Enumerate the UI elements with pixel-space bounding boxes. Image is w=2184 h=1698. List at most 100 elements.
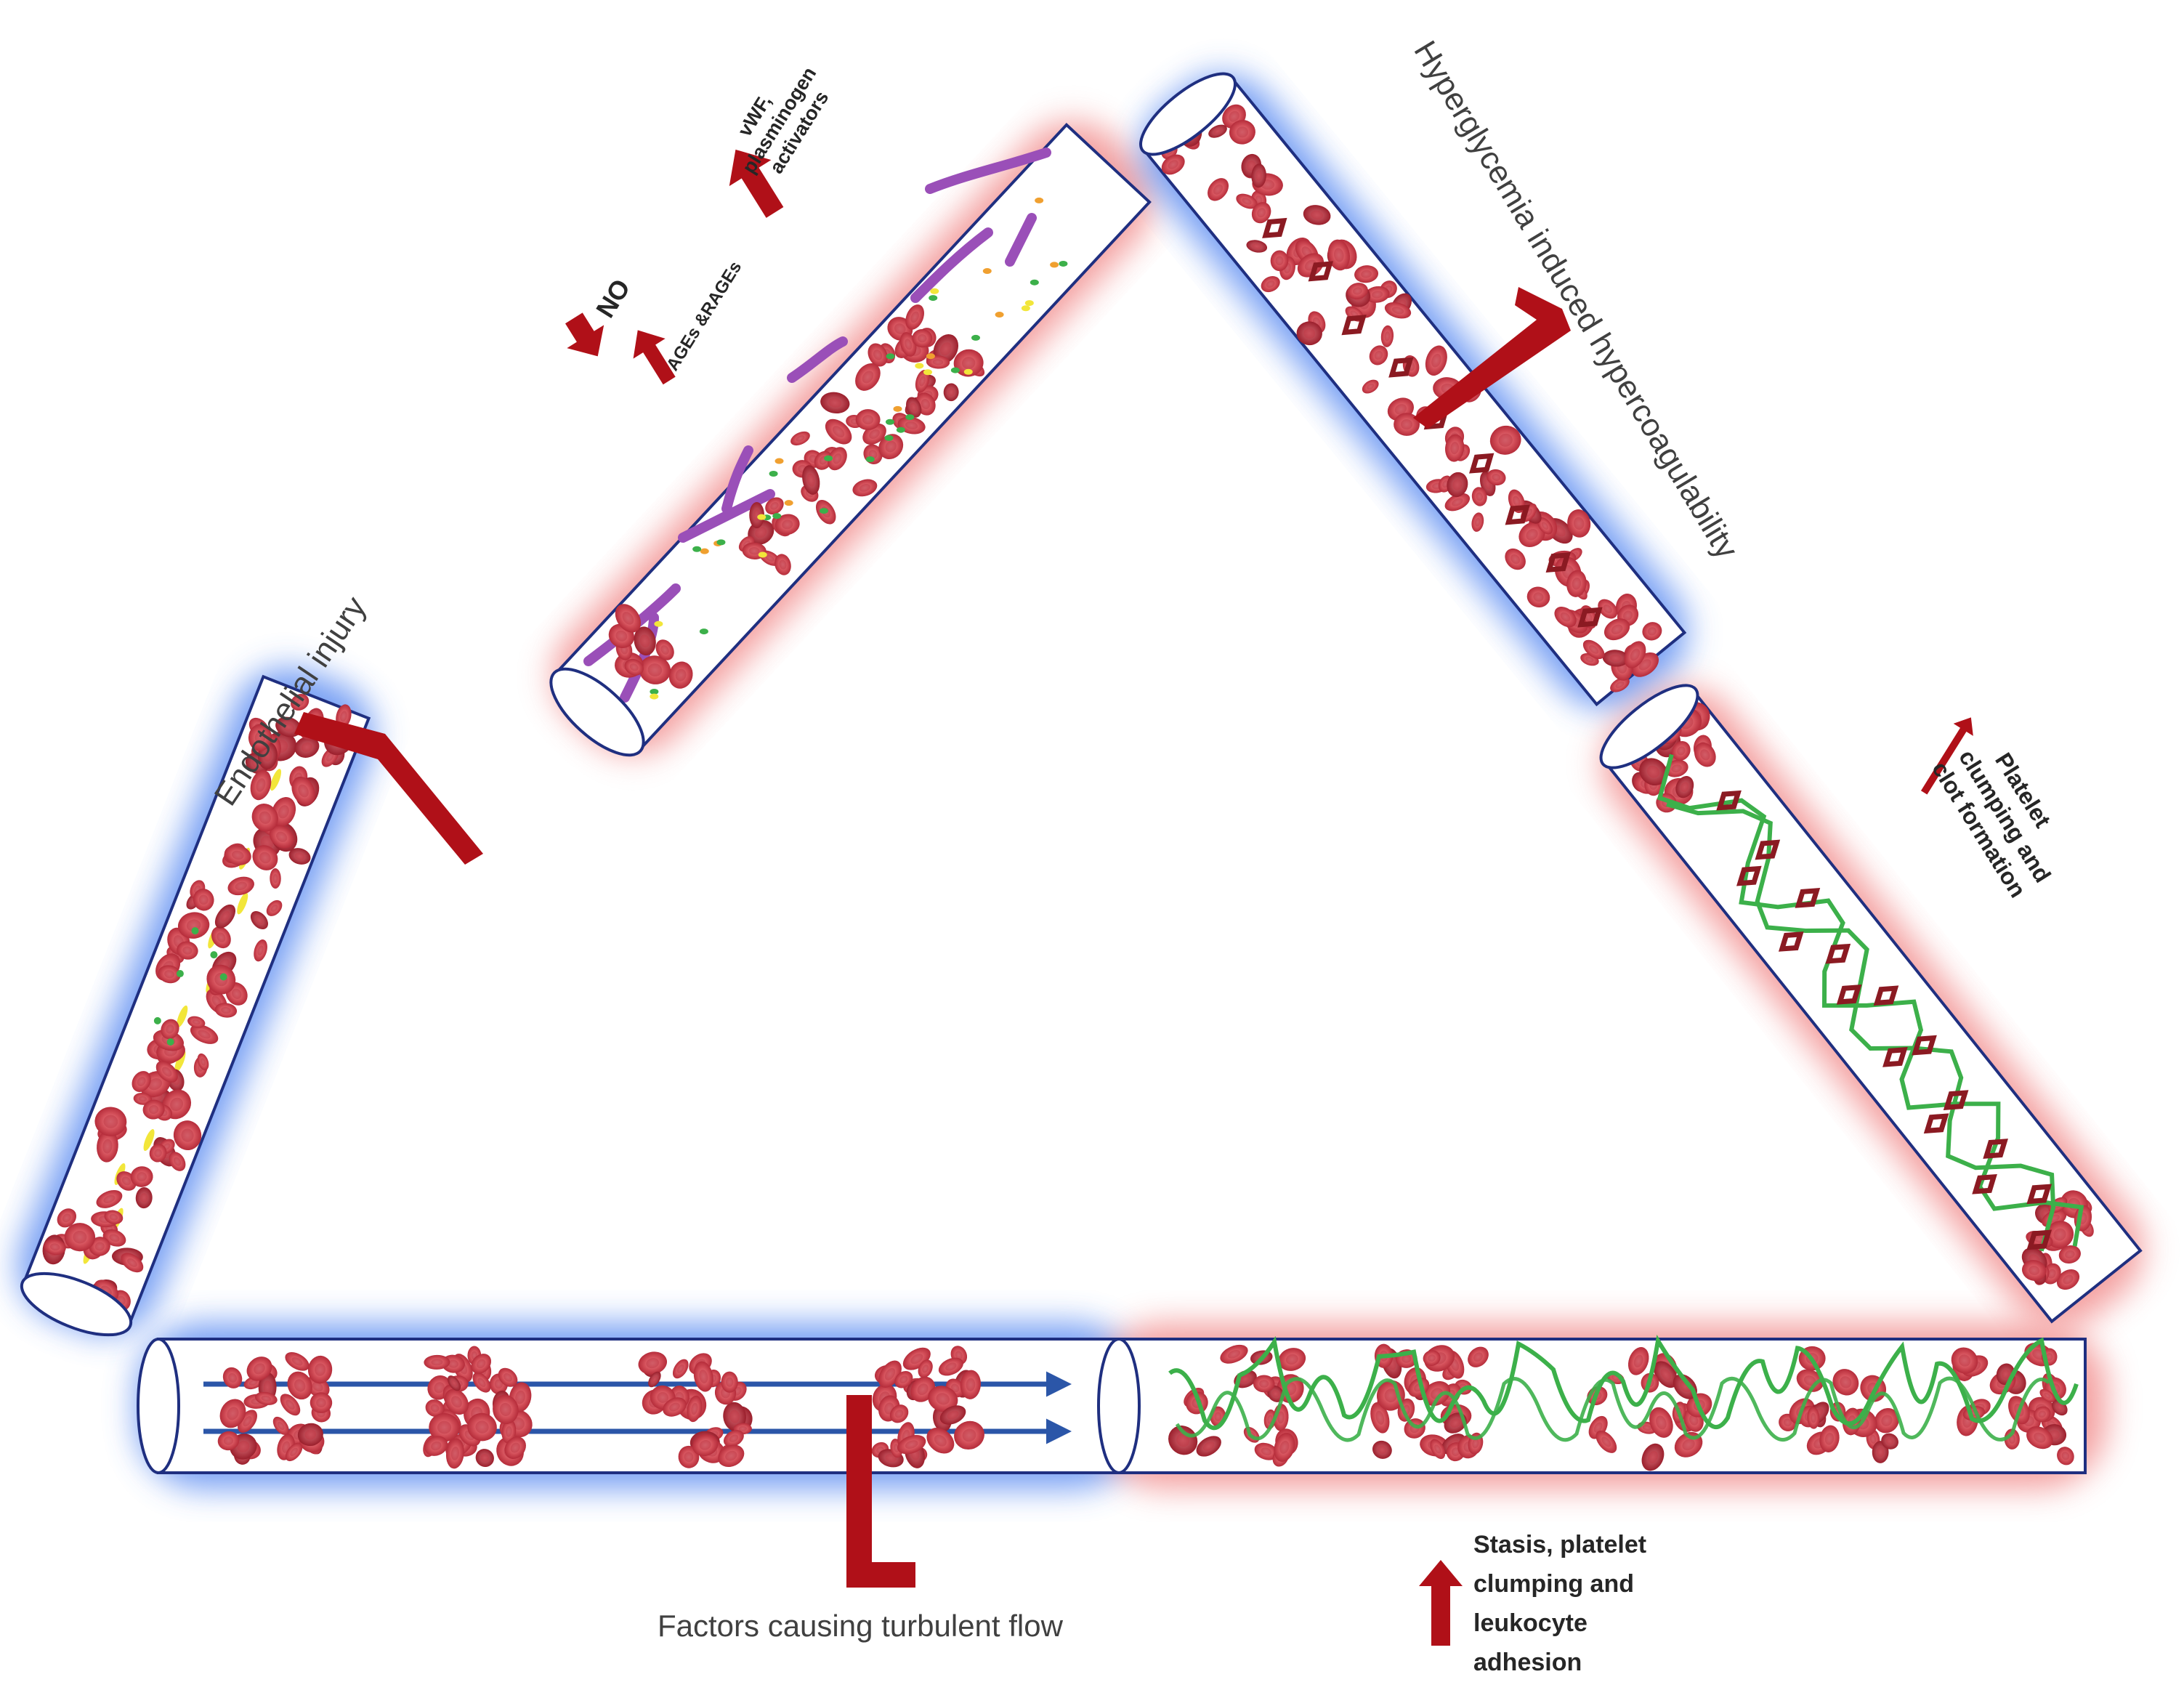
rbc-icon bbox=[227, 876, 254, 896]
rbc-icon bbox=[1220, 1344, 1248, 1364]
fibrin-strand bbox=[1168, 1334, 2079, 1431]
rbc-icon bbox=[444, 1388, 469, 1415]
clot-diamond bbox=[1755, 839, 1781, 860]
rbc-icon bbox=[894, 1370, 913, 1388]
dot bbox=[819, 508, 828, 514]
clot-diamond bbox=[1308, 261, 1333, 282]
rbc-icon bbox=[1369, 345, 1388, 365]
vessel-opening bbox=[137, 1338, 180, 1474]
rbc-icon bbox=[1423, 1350, 1441, 1366]
rbc-icon bbox=[94, 1107, 127, 1136]
dot bbox=[824, 455, 833, 461]
rbc-icon bbox=[1624, 641, 1646, 668]
rbc-icon bbox=[219, 1399, 246, 1428]
rbc-icon bbox=[158, 965, 181, 984]
rbc-icon bbox=[718, 1444, 745, 1468]
rbc-icon bbox=[1602, 650, 1629, 667]
bracket-arrow-icon bbox=[1413, 287, 1571, 429]
dot bbox=[1050, 262, 1059, 268]
rbc-icon bbox=[1236, 193, 1258, 209]
rbc-icon bbox=[1384, 302, 1412, 319]
rbc-icon bbox=[897, 1434, 926, 1455]
dot bbox=[995, 312, 1004, 318]
clot-diamond bbox=[1469, 453, 1495, 474]
dot bbox=[699, 628, 708, 635]
green-dot bbox=[153, 1016, 161, 1024]
rbc-icon bbox=[130, 1166, 153, 1187]
rbc-icon bbox=[672, 1359, 689, 1379]
rbc-icon bbox=[692, 1434, 719, 1457]
rbc-icon bbox=[224, 845, 251, 865]
rbc-icon bbox=[1672, 740, 1691, 761]
rbc-icon bbox=[1303, 205, 1331, 225]
fibrin-strand bbox=[1666, 802, 2056, 1252]
rbc-icon bbox=[1881, 1433, 1899, 1450]
bracket-arrow-icon bbox=[846, 1395, 915, 1588]
rbc-icon bbox=[1694, 743, 1716, 767]
rbc-icon bbox=[820, 392, 850, 414]
yellow-dash bbox=[270, 769, 281, 791]
no-label: NO bbox=[590, 274, 636, 323]
clot-diamond bbox=[1716, 790, 1742, 811]
rbc-icon bbox=[155, 1061, 178, 1083]
rbc-icon bbox=[135, 1187, 153, 1209]
rbc-icon bbox=[270, 868, 281, 889]
rbc-icon bbox=[285, 1352, 310, 1371]
rbc-icon bbox=[429, 1412, 460, 1442]
rbc-icon bbox=[211, 926, 231, 949]
purple-fiber bbox=[787, 336, 848, 383]
rbc-icon bbox=[121, 1253, 144, 1273]
rbc-icon bbox=[663, 1397, 687, 1417]
rbc-icon bbox=[1582, 639, 1605, 660]
rbc-icon bbox=[1447, 472, 1468, 498]
rbc-icon bbox=[1161, 154, 1185, 175]
up-arrow-icon bbox=[1920, 717, 1973, 795]
green-dot bbox=[166, 1038, 174, 1046]
clot-diamond bbox=[2026, 1229, 2052, 1250]
dot bbox=[769, 471, 778, 477]
rbc-icon bbox=[475, 1449, 494, 1468]
yellow-dash bbox=[143, 1129, 155, 1152]
rbc-icon bbox=[471, 1354, 492, 1374]
stasis-label-line: adhesion bbox=[1473, 1649, 1582, 1676]
rbc-icon bbox=[1566, 570, 1587, 597]
purple-fiber bbox=[1005, 213, 1037, 267]
rbc-icon bbox=[634, 626, 656, 656]
rbc-icon bbox=[57, 1208, 77, 1228]
stasis-label-line: clumping and bbox=[1473, 1570, 1634, 1598]
dot bbox=[700, 548, 709, 554]
rbc-icon bbox=[1208, 178, 1229, 201]
rbc-icon bbox=[1518, 522, 1545, 548]
dot bbox=[896, 426, 905, 433]
clot-diamond bbox=[1873, 985, 1899, 1006]
rbc-icon bbox=[504, 1436, 526, 1459]
rbc-icon bbox=[291, 694, 310, 711]
rbc-icon bbox=[939, 1405, 966, 1425]
rbc-icon bbox=[297, 1423, 323, 1447]
rbc-icon bbox=[790, 431, 810, 446]
dot bbox=[930, 288, 939, 294]
rbc-icon bbox=[918, 1359, 933, 1378]
rbc-icon bbox=[1603, 618, 1630, 641]
rbc-icon bbox=[493, 1394, 519, 1425]
up-arrow-icon bbox=[729, 149, 784, 218]
rbc-icon bbox=[1370, 1402, 1390, 1434]
dot bbox=[757, 514, 767, 520]
fibrin-strand bbox=[1175, 1376, 2050, 1442]
rbc-icon bbox=[254, 939, 267, 962]
dot bbox=[784, 500, 793, 506]
rbc-icon bbox=[197, 1053, 209, 1071]
rbc-icon bbox=[1489, 425, 1521, 455]
rbc-icon bbox=[149, 1144, 167, 1163]
clot-diamond bbox=[1341, 315, 1367, 336]
rbc-icon bbox=[1526, 586, 1550, 607]
rbc-icon bbox=[825, 419, 852, 445]
rbc-icon bbox=[1278, 1348, 1306, 1371]
rbc-icon bbox=[915, 369, 930, 393]
rbc-icon bbox=[161, 1019, 179, 1040]
rbc-icon bbox=[1675, 776, 1694, 799]
rbc-icon bbox=[2039, 1388, 2055, 1402]
green-dot bbox=[219, 973, 227, 981]
rbc-icon bbox=[246, 1357, 272, 1381]
clot-diamond bbox=[1825, 943, 1851, 964]
